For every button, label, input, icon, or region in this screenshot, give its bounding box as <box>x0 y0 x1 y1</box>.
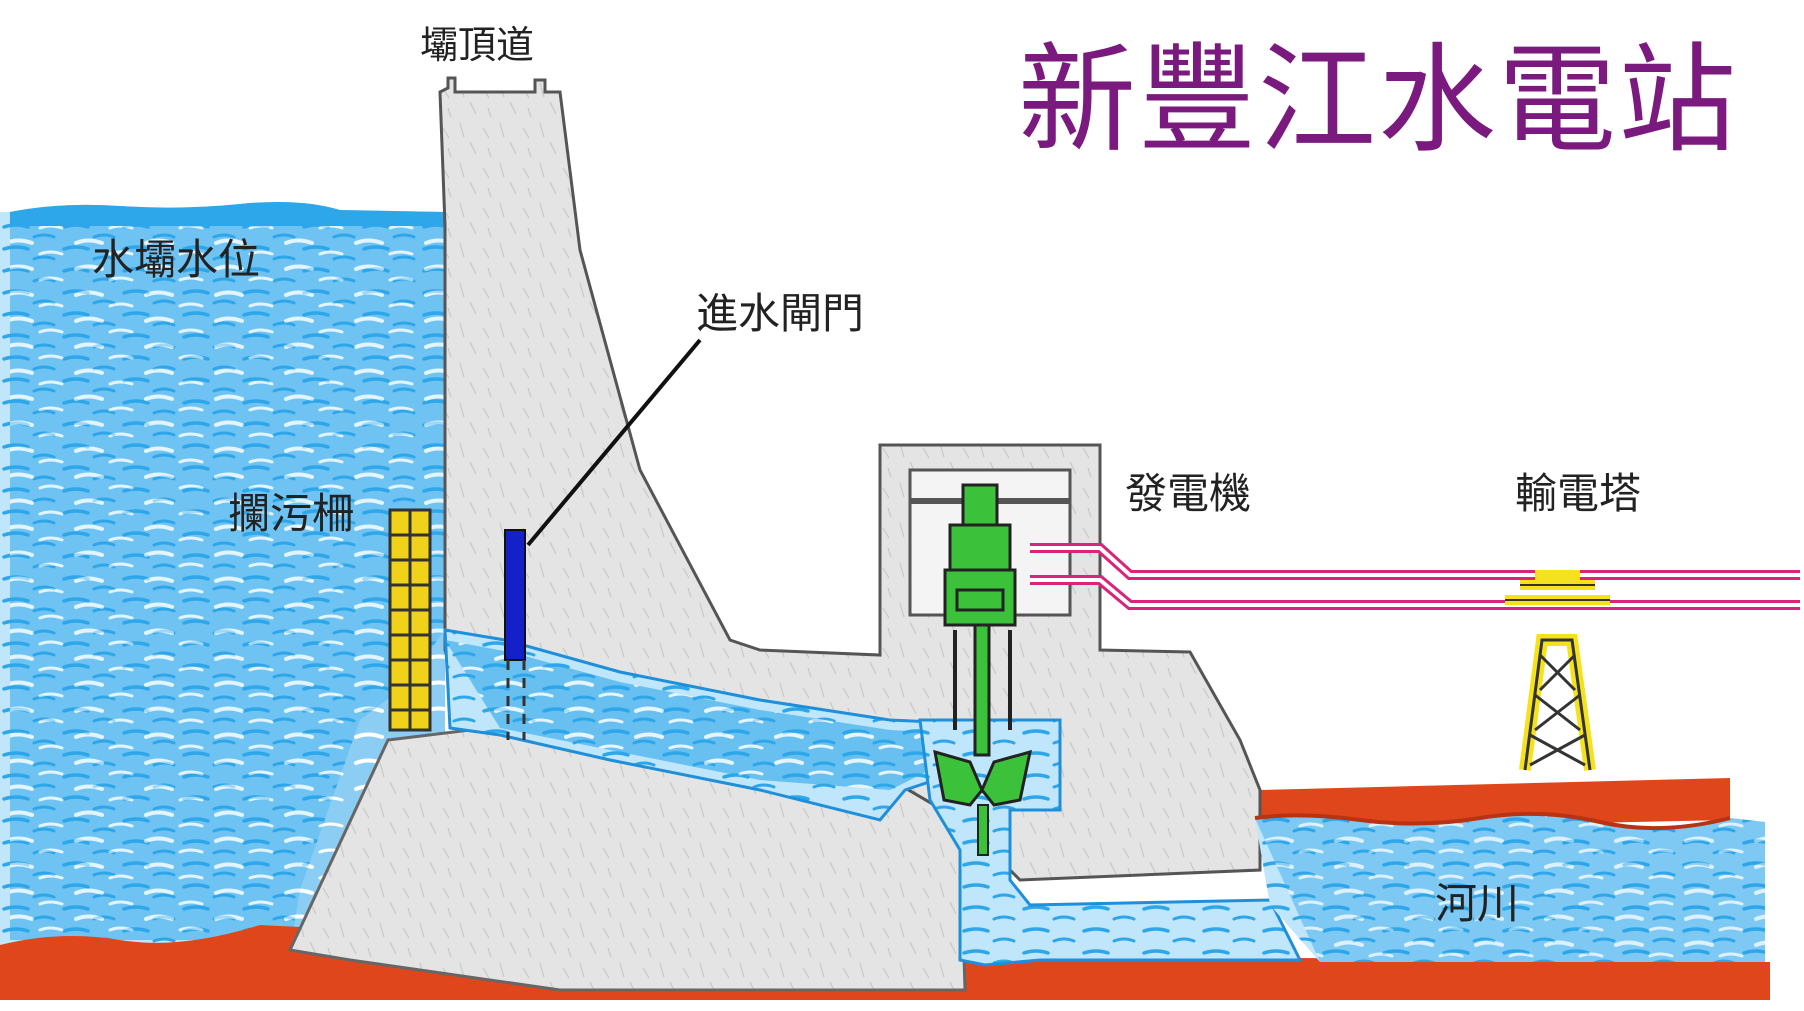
power-line-lower <box>1030 575 1800 610</box>
diagram-title: 新豐江水電站 <box>1018 31 1739 169</box>
label-river: 河川 <box>1435 879 1520 928</box>
intake-gate <box>504 529 526 661</box>
reservoir-surface <box>10 202 445 226</box>
label-intake-gate: 進水閘門 <box>696 289 865 338</box>
label-reservoir-level: 水壩水位 <box>92 235 261 284</box>
intake-gate-leader <box>526 338 702 547</box>
label-trash-rack: 攔污柵 <box>228 489 355 538</box>
trash-rack <box>388 508 432 732</box>
turbine-generator <box>933 483 1032 856</box>
label-generator: 發電機 <box>1125 469 1252 518</box>
river-bank <box>1254 811 1731 831</box>
label-transmission-tower: 輸電塔 <box>1515 469 1642 518</box>
transmission-tower <box>1505 570 1610 771</box>
label-dam-crest: 壩頂道 <box>420 23 535 67</box>
power-line-upper <box>1030 543 1800 580</box>
